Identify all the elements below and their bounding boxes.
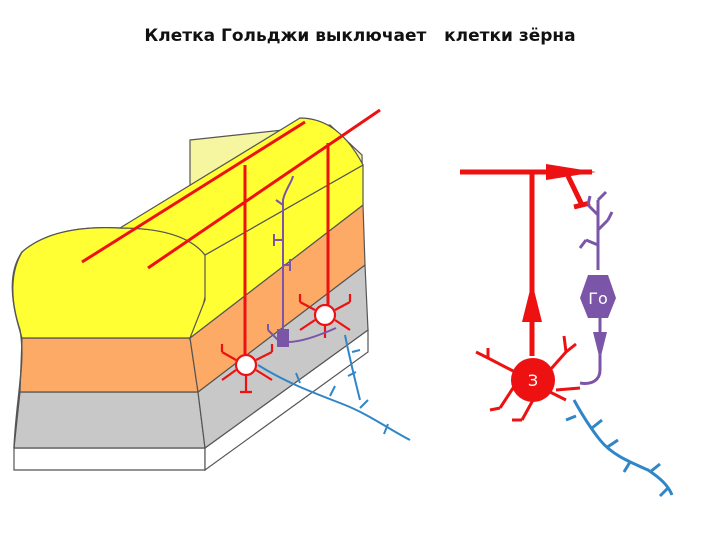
slide-title: Клетка Гольджи выключает клетки зёрна xyxy=(144,26,576,46)
block-left-outline xyxy=(12,251,23,449)
granule-cell-2 xyxy=(313,303,337,327)
granule-soma xyxy=(511,358,555,402)
parallel-fiber-2 xyxy=(147,108,381,270)
parallel-fiber-arrowhead xyxy=(546,164,596,180)
golgi-cell xyxy=(578,190,614,385)
mossy-fiber xyxy=(565,399,674,498)
granule-label: З xyxy=(528,371,538,390)
granule-cells-block xyxy=(220,294,352,394)
parallel-fibers xyxy=(81,108,381,355)
golgi-label: Го xyxy=(588,289,608,308)
golgi-soma-block xyxy=(277,329,289,347)
parallel-fiber-synapse xyxy=(565,174,591,210)
parallel-fiber-1 xyxy=(81,120,306,264)
granule-cell-1 xyxy=(234,353,258,377)
golgi-axon-terminal xyxy=(593,332,607,360)
mossy-fiber-block xyxy=(257,334,411,441)
white-matter-layer xyxy=(13,447,206,471)
cerebellar-block xyxy=(11,117,369,472)
ascending-axon-arrowhead xyxy=(522,282,542,322)
golgi-cell-block xyxy=(267,175,337,347)
granular-layer xyxy=(13,391,206,449)
golgi-axon xyxy=(579,318,602,385)
golgi-soma xyxy=(580,275,616,318)
circuit-schematic: Го З xyxy=(460,164,674,498)
granule-cell xyxy=(475,335,581,422)
block-top-surface xyxy=(21,117,364,256)
purkinje-layer xyxy=(19,337,199,393)
